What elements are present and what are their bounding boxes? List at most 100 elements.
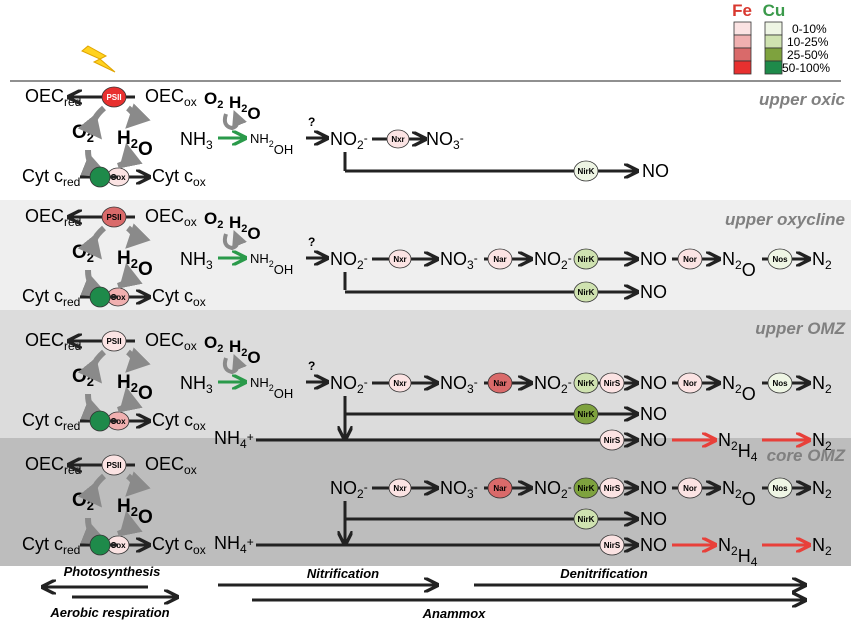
upper-oxycline-nh2oh: NH2OH [250, 251, 293, 277]
upper-oxic-o2-amo: O2 [204, 89, 223, 111]
upper-oxycline-cyt-red: Cyt cred [22, 286, 80, 309]
core-omz-nirs-main: NirS [599, 477, 625, 499]
core-omz-n2o: N2O [722, 478, 756, 509]
upper-omz-nor: Nor [677, 372, 703, 394]
upper-omz-nirs-main-label: NirS [604, 379, 621, 388]
upper-oxycline-oec-ox: OECox [145, 206, 197, 229]
upper-omz-nh3: NH3 [180, 373, 213, 396]
upper-omz-nirs-main-circle [599, 372, 625, 394]
upper-oxycline-nxr: Nxr [388, 249, 412, 269]
legend-range-4: 50-100% [782, 61, 830, 75]
upper-oxic-nh3: NH3 [180, 129, 213, 152]
upper-oxycline-no: NO [640, 249, 667, 269]
upper-omz-n2h4: N2H4 [718, 430, 758, 464]
upper-omz-psii-label: PSII [106, 337, 121, 346]
core-omz-nh4: NH4+ [214, 533, 254, 556]
upper-omz-anammox-no: NO [640, 430, 667, 450]
upper-omz-anammox-n2: N2 [812, 430, 832, 453]
upper-oxycline-nirk-main-circle [573, 248, 599, 270]
upper-omz-amo-cofactor-arrow [222, 354, 247, 375]
core-omz-cox-label: Cox [110, 541, 126, 550]
legend-cu-swatch-2 [764, 34, 783, 49]
core-omz-oec-ox: OECox [145, 454, 197, 477]
upper-omz-nirk-main: NirK [573, 372, 599, 394]
core-omz-nxr: Nxr [388, 478, 412, 498]
upper-oxycline-water-uptake-arrow [125, 223, 151, 249]
upper-omz-nh2oh: NH2OH [250, 375, 293, 401]
upper-omz-nos-circle [767, 372, 793, 394]
upper-oxycline-nxr-label: Nxr [393, 255, 406, 264]
core-omz-nos-circle [767, 477, 793, 499]
upper-oxic-no3: NO3- [426, 129, 464, 152]
upper-oxycline-nos-label: Nos [772, 255, 788, 264]
core-omz-water-uptake-arrow [125, 471, 151, 497]
upper-omz-branch-no: NO [640, 404, 667, 424]
zone-label-upper-oxycline: upper oxycline [725, 210, 845, 229]
legend-range-1: 0-10% [792, 22, 827, 36]
legend-range-2: 10-25% [787, 35, 829, 49]
upper-omz-nor-circle [677, 372, 703, 394]
legend-fe-swatch-4 [733, 60, 752, 75]
core-omz-water-release-arrow [116, 510, 143, 537]
upper-oxic-nh2oh: NH2OH [250, 131, 293, 157]
upper-oxic-no2: NO2- [330, 129, 368, 152]
upper-omz-nh4: NH4+ [214, 428, 254, 451]
upper-oxic-nxr-circle [386, 129, 410, 149]
upper-omz-cyt-ox: Cyt cox [152, 410, 206, 433]
legend-fe-swatch-1 [733, 21, 752, 36]
upper-oxycline-question: ? [308, 235, 315, 249]
upper-omz-nar-label: Nar [493, 379, 506, 388]
upper-oxic-oec-ox: OECox [145, 86, 197, 109]
upper-oxic-o2-release-arrow [77, 105, 107, 140]
upper-oxic-no-out: NO [642, 161, 669, 181]
upper-omz-cu-center [89, 410, 111, 432]
upper-oxic-question: ? [308, 115, 315, 129]
upper-oxic-h2o: H2O [117, 128, 153, 160]
upper-oxycline-nar-label: Nar [493, 255, 506, 264]
core-omz-o2-release-arrow [77, 473, 107, 508]
upper-oxycline-cu-center [89, 286, 111, 308]
upper-omz-branch-nirk-label: NirK [578, 410, 595, 419]
upper-omz-nxr: Nxr [388, 373, 412, 393]
core-omz-nirk-main: NirK [573, 477, 599, 499]
upper-omz-nirs-anammox: NirS [599, 429, 625, 451]
upper-oxycline-nor-label: Nor [683, 255, 697, 264]
core-omz-branch-no: NO [640, 509, 667, 529]
upper-oxycline-cyt-ox: Cyt cox [152, 286, 206, 309]
upper-oxycline-nar: Nar [487, 248, 513, 270]
upper-oxic-water-release-arrow [116, 142, 143, 169]
upper-oxic-nirk-label: NirK [578, 167, 595, 176]
core-omz-nxr-label: Nxr [393, 484, 406, 493]
upper-oxycline-h2o-amo: H2O [229, 213, 261, 243]
upper-oxic-h2o-amo: H2O [229, 93, 261, 123]
upper-omz-nxr-circle [388, 373, 412, 393]
upper-oxycline-psii: PSII [101, 206, 127, 228]
core-omz-nirk-main-label: NirK [578, 484, 595, 493]
upper-oxic-psii-circle [101, 86, 127, 108]
zone-label-upper-oxic: upper oxic [759, 90, 846, 109]
upper-omz-branch-nirk-circle [573, 403, 599, 425]
upper-oxycline-no2: NO2- [330, 249, 368, 272]
upper-omz-nar: Nar [487, 372, 513, 394]
upper-oxycline-amo-cofactor-arrow [222, 230, 247, 251]
core-omz-no2-b: NO2- [534, 478, 572, 501]
upper-oxycline-water-release-arrow [116, 262, 143, 289]
upper-omz-nirk-main-label: NirK [578, 379, 595, 388]
process-nitrification: Nitrification [307, 566, 379, 581]
upper-omz-no3: NO3- [440, 373, 478, 396]
zone-upper-oxic [77, 103, 347, 188]
core-omz-no3: NO3- [440, 478, 478, 501]
upper-omz-o2-amo: O2 [204, 333, 223, 355]
upper-oxic-cu-center [89, 166, 111, 188]
upper-oxycline-branch-nirk-circle [573, 281, 599, 303]
upper-omz-n2: N2 [812, 373, 832, 396]
upper-oxycline-o2-release-arrow [77, 225, 107, 260]
core-omz-nor-label: Nor [683, 484, 697, 493]
upper-omz-nirs-anammox-label: NirS [604, 436, 621, 445]
core-omz-nos: Nos [767, 477, 793, 499]
core-omz-cyt-ox: Cyt cox [152, 534, 206, 557]
upper-oxic-psii: PSII [101, 86, 127, 108]
upper-omz-no2: NO2- [330, 373, 368, 396]
process-legend: Photosynthesis Aerobic respiration Nitri… [44, 564, 804, 621]
